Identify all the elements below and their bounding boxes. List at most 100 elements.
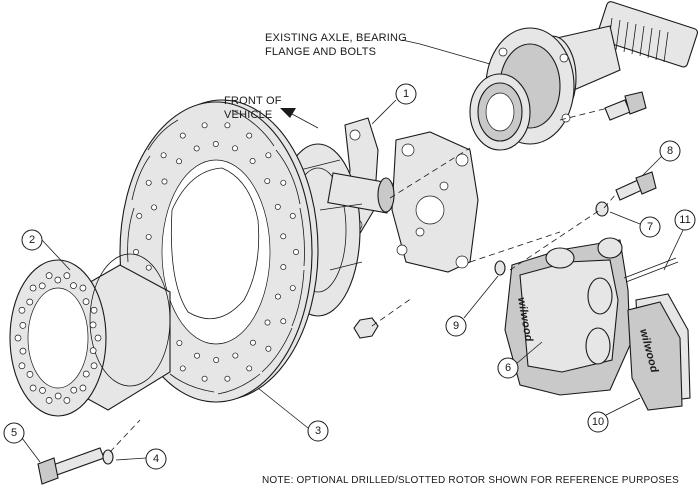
hat-bolt-hole [90,362,98,370]
callout-7: 7 [609,211,661,238]
svg-text:7: 7 [647,221,653,233]
footnote: NOTE: OPTIONAL DRILLED/SLOTTED ROTOR SHO… [262,475,679,486]
cotter-pin [623,257,679,283]
svg-text:3: 3 [315,425,321,437]
rotor-drill-hole [212,141,219,147]
rotor-drill-hole [280,233,287,240]
rotor-drill-hole [145,264,152,271]
rotor-drill-hole [201,122,208,129]
axle-label-line2: FLANGE AND BOLTS [265,46,376,58]
rotor-drill-hole [194,352,200,359]
hat-bolt-hole [94,334,102,342]
hat-bolt-hole [14,334,22,342]
rotor-drill-hole [249,158,256,164]
front-arrow [280,108,319,129]
rotor-drill-hole [213,357,220,363]
front-label-line1: FRONT OF [224,95,282,107]
hat-bolt-hole [39,387,46,394]
callout-9: 9 [445,275,499,337]
callout-3: 3 [257,387,329,442]
svg-text:10: 10 [592,416,604,428]
hat-bolt-hole [29,384,37,392]
caliper: wilwood [504,237,631,396]
rotor-drill-hole [136,212,143,219]
hat-bolt-hole [26,371,34,378]
rotor-drill-hole [176,340,183,346]
rotor-drill-hole [264,319,271,326]
rotor-drill-hole [293,249,299,255]
rotor-drill-hole [232,145,238,152]
callout-4: 4 [115,448,167,470]
rotor-drill-hole [274,203,281,210]
callout-2: 2 [21,229,71,271]
washer [595,201,609,217]
callout-1: 1 [371,83,417,125]
hat-bolt-hole [89,347,97,355]
rotor-drill-hole [224,375,231,382]
hat-washer [102,449,114,465]
rotor-drill-hole [133,249,139,255]
callout-8: 8 [641,140,681,177]
lug-nut [353,317,379,339]
rotor-drill-hole [289,212,296,219]
assembly-lines [109,107,617,453]
hat-bolt-hole [29,284,37,292]
rotor-drill-hole [265,152,272,159]
rotor-drill-hole [161,178,168,185]
hat-bolt-hole [63,397,71,404]
hub-flange-plate [391,131,479,273]
hat-bolt-hole [70,386,78,394]
hat-bolt-hole [45,272,53,279]
rotor-drill-hole [176,158,183,165]
hat-bolt-hole [79,284,87,292]
hat-bolt-hole [38,282,46,290]
rotor-drill-hole [265,345,272,352]
hat-bolt-hole [54,276,62,284]
callout-11: 11 [663,209,696,271]
rotor-drill-hole [246,132,253,139]
rotor-drill-hole [232,352,239,359]
axle-label-line1: EXISTING AXLE, BEARING [265,32,407,44]
rotor-drill-hole [179,132,186,139]
rotor-drill-hole [280,318,287,325]
rotor-drill-hole [264,178,271,184]
rotor-drill-hole [289,285,296,292]
hat-bolt-hole [82,370,90,378]
svg-text:1: 1 [403,88,409,100]
svg-text:2: 2 [29,234,35,246]
brake-pads: wilwood [627,293,691,411]
hat-bolt-hole [19,321,27,329]
front-label-line2: VEHICLE [224,109,272,121]
rotor-drill-hole [280,264,287,271]
hat-bolt-hole [70,282,77,289]
rotor-drill-hole [249,339,256,346]
hat-bolt-hole [18,362,26,370]
callout-10: 10 [587,397,641,433]
rotor-drill-hole [179,365,186,372]
callout-5: 5 [3,422,41,463]
washer-small [494,260,506,276]
rotor-drill-hole [274,293,281,300]
hat-bolt-hole [45,397,53,404]
rotor-drill-hole [246,365,253,372]
rotor-drill-hole [151,204,158,211]
rotor-drill-hole [145,233,152,240]
svg-text:11: 11 [679,214,690,226]
hat-bolt-hole [82,298,90,305]
svg-text:5: 5 [11,427,17,439]
svg-text:9: 9 [453,320,459,332]
hat-bolt-hole [18,306,26,314]
svg-text:4: 4 [153,453,159,465]
rotor-drill-hole [193,145,200,152]
axle-assembly [469,1,698,151]
hat-bolt-hole [54,392,62,400]
callout-6: 6 [497,341,543,379]
rotor-drill-hole [160,152,167,159]
brake-hat [9,253,171,417]
hat-bolt-hole [26,298,34,306]
hat-bolt-hole [79,384,87,392]
rotor-drill-hole [280,179,287,186]
hat-bolt-hole [89,321,97,329]
svg-text:6: 6 [505,362,511,374]
